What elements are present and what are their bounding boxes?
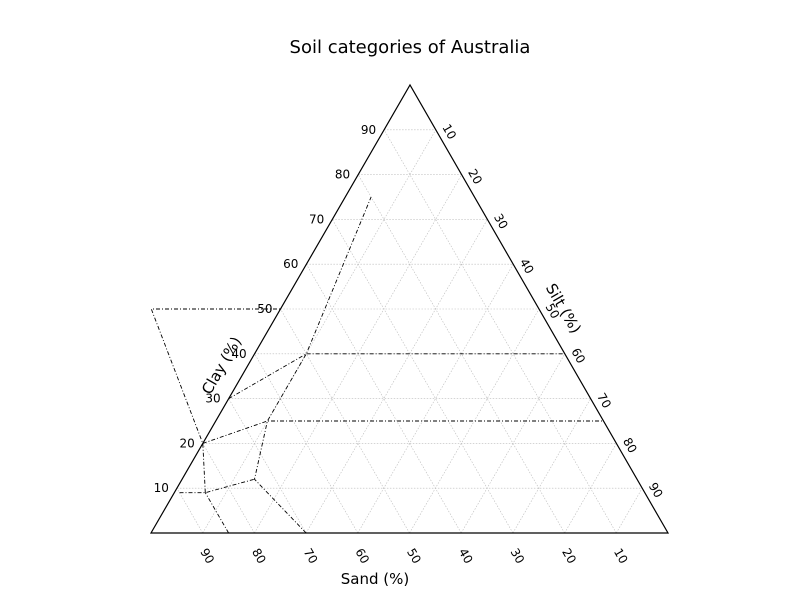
boundary-line-2 [179,478,255,494]
sand-tick-label: 70 [301,546,321,566]
grid-line-sand [202,443,255,534]
sand-tick-label: 40 [456,546,476,566]
grid-line-silt [305,219,488,534]
silt-tick-label: 80 [620,435,640,455]
sand-tick-label: 10 [611,546,631,566]
grid-line-sand [383,129,617,534]
sand-tick-label: 80 [249,546,269,566]
chart-title: Soil categories of Australia [290,37,531,58]
grid-line-silt [616,488,643,534]
silt-tick-label: 20 [465,166,485,186]
silt-tick-label: 30 [491,211,511,231]
grid-line-sand [306,264,462,534]
triangle-frame [149,83,670,534]
grid-line-silt [512,398,591,534]
boundary-line-5 [254,196,372,534]
grid-lines [176,129,643,534]
sand-tick-label: 50 [404,546,424,566]
clay-tick-label: 50 [257,302,272,316]
boundary-line-1 [204,492,229,534]
clay-tick-label: 10 [154,481,169,495]
sand-tick-label: 90 [197,546,217,566]
silt-tick-label: 10 [439,122,459,142]
silt-tick-label: 40 [517,256,537,276]
grid-line-sand [332,219,514,534]
tick-labels: 90 80 70 60 50 40 30 20 10 10 20 30 40 50 60 70 80 90 10 20… [154,122,666,566]
clay-tick-label: 20 [180,436,195,450]
category-boundaries [150,196,604,534]
boundary-line-3 [150,308,281,493]
grid-line-silt [202,129,437,534]
sand-tick-label: 30 [507,546,527,566]
clay-tick-label: 60 [283,257,298,271]
silt-tick-label: 70 [594,390,614,410]
silt-tick-label: 50 [543,301,563,321]
clay-tick-label: 70 [309,212,324,226]
clay-axis-label: Clay (%) [198,334,245,398]
silt-tick-label: 60 [568,346,588,366]
grid-line-silt [460,353,566,534]
clay-tick-label: 40 [231,347,246,361]
grid-line-silt [564,443,617,534]
silt-tick-label: 90 [646,480,666,500]
boundary-line-6 [228,353,565,399]
grid-line-silt [409,308,540,534]
clay-tick-label: 30 [205,392,220,406]
sand-tick-label: 60 [352,546,372,566]
clay-tick-label: 90 [361,123,376,137]
clay-tick-label: 80 [335,168,350,182]
grid-line-sand [176,488,203,534]
grid-line-sand [228,398,307,534]
sand-axis-label: Sand (%) [341,570,409,588]
sand-tick-label: 20 [559,546,579,566]
grid-line-sand [254,353,359,534]
